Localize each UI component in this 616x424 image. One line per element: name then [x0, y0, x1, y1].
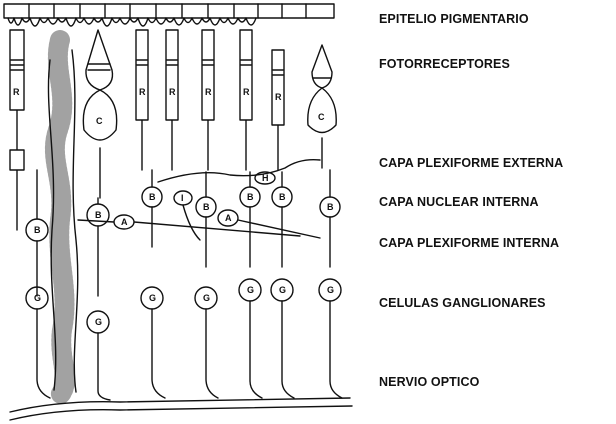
- bipolar-letter: B: [95, 210, 102, 220]
- label-nervio-optico: NERVIO OPTICO: [379, 375, 479, 389]
- ganglion-letter: G: [95, 317, 102, 327]
- ganglion-letter: G: [327, 285, 334, 295]
- label-epitelio-pigmentario: EPITELIO PIGMENTARIO: [379, 12, 529, 26]
- bipolar-letter: B: [203, 202, 210, 212]
- ganglion-letter: G: [279, 285, 286, 295]
- label-celulas-ganglionares: CELULAS GANGLIONARES: [379, 296, 546, 310]
- bipolar-letter: B: [149, 192, 156, 202]
- cone-letter: C: [318, 112, 325, 122]
- interplexiform-letter: I: [181, 193, 184, 203]
- amacrine-letter: A: [121, 217, 128, 227]
- bipolar-letter: B: [247, 192, 254, 202]
- bipolar-letter: B: [327, 202, 334, 212]
- label-fotorreceptores: FOTORRECEPTORES: [379, 57, 510, 71]
- label-capa-plexiforme-interna: CAPA PLEXIFORME INTERNA: [379, 236, 559, 250]
- horizontal-cell: [158, 160, 320, 184]
- retina-diagram: R R R R R R C C B B B B B B B H A A I G …: [0, 0, 370, 424]
- bipolar-letter: B: [34, 225, 41, 235]
- rod-letter: R: [205, 87, 212, 97]
- rod-letter: R: [275, 92, 282, 102]
- amacrine-letter: A: [225, 213, 232, 223]
- rod-letter: R: [13, 87, 20, 97]
- horizontal-letter: H: [262, 173, 269, 183]
- cone-letter: C: [96, 116, 103, 126]
- glial-column: [48, 40, 77, 395]
- label-capa-nuclear-interna: CAPA NUCLEAR INTERNA: [379, 195, 539, 209]
- rod-letter: R: [169, 87, 176, 97]
- pigment-epithelium: [4, 4, 334, 26]
- bipolar-letter: B: [279, 192, 286, 202]
- ganglion-letter: G: [203, 293, 210, 303]
- rod-letter: R: [243, 87, 250, 97]
- ganglion-letter: G: [34, 293, 41, 303]
- rod-letter: R: [139, 87, 146, 97]
- ganglion-letter: G: [149, 293, 156, 303]
- label-capa-plexiforme-externa: CAPA PLEXIFORME EXTERNA: [379, 156, 563, 170]
- ganglion-letter: G: [247, 285, 254, 295]
